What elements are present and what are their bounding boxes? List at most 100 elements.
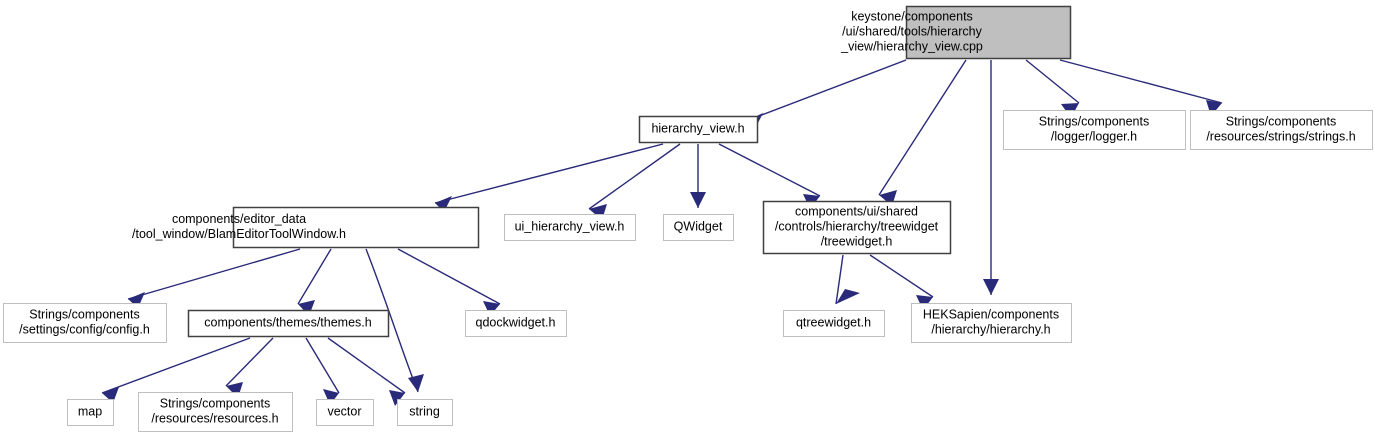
- arrow-head-icon: [298, 300, 315, 316]
- graph-node-hierarchy_view_h[interactable]: hierarchy_view.h: [638, 115, 759, 144]
- node-box[interactable]: [187, 309, 390, 338]
- node-box[interactable]: [67, 399, 114, 426]
- arrow-head-icon: [389, 390, 405, 406]
- edge-line: [101, 337, 251, 394]
- node-label-line: map: [78, 404, 102, 418]
- edge-line: [434, 143, 664, 204]
- graph-node-logger_h[interactable]: Strings/components/logger/logger.h: [1003, 110, 1186, 150]
- edge-line: [718, 143, 821, 197]
- node-box[interactable]: [465, 310, 567, 337]
- edge-line: [1025, 59, 1080, 104]
- graph-node-ui_hierarchy_view_h[interactable]: ui_hierarchy_view.h: [504, 214, 636, 241]
- node-label-line: string: [409, 404, 440, 418]
- node-label-line: HEKSapien/components: [923, 307, 1059, 321]
- edge-line: [305, 337, 340, 394]
- graph-node-map[interactable]: map: [67, 399, 114, 426]
- node-box[interactable]: [316, 399, 374, 426]
- graph-node-root[interactable]: keystone/components/ui/shared/tools/hier…: [840, 5, 1072, 60]
- graph-node-qtreewidget_h[interactable]: qtreewidget.h: [783, 310, 885, 337]
- graph-node-hierarchy_h[interactable]: HEKSapien/components/hierarchy/hierarchy…: [911, 303, 1072, 343]
- node-label-line: /resources/strings/strings.h: [1206, 129, 1355, 143]
- node-box[interactable]: [762, 200, 952, 255]
- node-label-line: /treewidget.h: [821, 234, 893, 248]
- node-box[interactable]: [663, 214, 734, 241]
- node-label-line: Strings/components: [160, 396, 270, 410]
- edge-line: [588, 143, 681, 210]
- node-box[interactable]: [905, 5, 1072, 60]
- edge-blam_editor_tool_window_h-to-string: [365, 248, 424, 393]
- node-box[interactable]: [397, 399, 453, 426]
- edge-root-to-hierarchy_view_h: [745, 59, 907, 129]
- edge-hierarchy_view_h-to-treewidget_h: [718, 143, 821, 209]
- edge-line: [327, 337, 406, 394]
- node-label-line: components/ui/shared: [795, 204, 918, 218]
- graph-node-config_h[interactable]: Strings/components/settings/config/confi…: [3, 303, 167, 343]
- edge-line: [745, 59, 907, 122]
- arrow-head-icon: [128, 292, 145, 308]
- node-layer: keystone/components/ui/shared/tools/hier…: [3, 5, 1373, 432]
- arrow-head-icon: [483, 301, 500, 316]
- node-box[interactable]: [232, 206, 480, 249]
- node-label-line: /controls/hierarchy/treewidget: [775, 219, 939, 233]
- arrow-head-icon: [435, 196, 452, 212]
- node-label-line: qtreewidget.h: [796, 315, 871, 329]
- node-label-line: vector: [327, 404, 361, 418]
- node-box[interactable]: [1003, 110, 1186, 150]
- node-box[interactable]: [138, 392, 293, 432]
- node-box[interactable]: [504, 214, 636, 241]
- graph-node-vector[interactable]: vector: [316, 399, 374, 426]
- edge-line: [127, 248, 301, 300]
- arrow-head-icon: [916, 295, 933, 310]
- node-label-line: components/themes/themes.h: [204, 315, 371, 329]
- edge-line: [297, 248, 332, 305]
- edge-line: [1059, 59, 1223, 104]
- edge-themes_h-to-resources_h: [225, 337, 274, 398]
- graph-node-resources_h[interactable]: Strings/components/resources/resources.h: [138, 392, 293, 432]
- node-label-line: Strings/components: [1226, 114, 1336, 128]
- node-label-line: QWidget: [674, 219, 723, 233]
- edge-root-to-treewidget_h: [878, 59, 967, 206]
- node-box[interactable]: [1190, 110, 1373, 150]
- edge-blam_editor_tool_window_h-to-config_h: [127, 248, 301, 308]
- edge-hierarchy_view_h-to-blam_editor_tool_window_h: [434, 143, 664, 212]
- edge-root-to-hierarchy_h: [983, 60, 999, 295]
- graph-node-treewidget_h[interactable]: components/ui/shared/controls/hierarchy/…: [762, 200, 952, 255]
- edge-root-to-strings_h: [1059, 59, 1223, 116]
- node-label-line: /ui/shared/tools/hierarchy: [842, 24, 982, 38]
- node-box[interactable]: [638, 115, 759, 144]
- edge-line: [869, 254, 934, 298]
- node-label-line: /logger/logger.h: [1051, 129, 1137, 143]
- node-label-line: /settings/config/config.h: [19, 322, 150, 336]
- node-label-line: keystone/components: [851, 9, 973, 23]
- edge-hierarchy_view_h-to-qwidget: [690, 144, 706, 208]
- edge-line: [835, 254, 844, 305]
- edge-blam_editor_tool_window_h-to-themes_h: [297, 248, 332, 316]
- node-label-line: ui_hierarchy_view.h: [515, 219, 625, 233]
- node-label-line: _view/hierarchy_view.cpp: [840, 39, 983, 53]
- graph-node-themes_h[interactable]: components/themes/themes.h: [187, 309, 390, 338]
- arrow-head-icon: [323, 389, 339, 405]
- arrow-head-icon: [836, 289, 860, 304]
- node-box[interactable]: [911, 303, 1072, 343]
- node-label-line: components/editor_data: [172, 212, 306, 226]
- graph-node-qwidget[interactable]: QWidget: [663, 214, 734, 241]
- arrow-head-icon: [408, 374, 424, 392]
- graph-node-string[interactable]: string: [397, 399, 453, 426]
- node-box[interactable]: [3, 303, 167, 343]
- arrow-head-icon: [690, 192, 706, 208]
- graph-node-strings_h[interactable]: Strings/components/resources/strings/str…: [1190, 110, 1373, 150]
- edge-treewidget_h-to-qtreewidget_h: [835, 254, 860, 305]
- node-label-line: /hierarchy/hierarchy.h: [931, 322, 1050, 336]
- graph-node-qdockwidget_h[interactable]: qdockwidget.h: [465, 310, 567, 337]
- arrow-head-icon: [102, 387, 119, 403]
- node-label-line: /tool_window/BlamEditorToolWindow.h: [132, 227, 346, 241]
- node-box[interactable]: [783, 310, 885, 337]
- graph-node-blam_editor_tool_window_h[interactable]: components/editor_data/tool_window/BlamE…: [132, 206, 480, 249]
- edge-root-to-logger_h: [1025, 59, 1080, 118]
- edge-themes_h-to-vector: [305, 337, 340, 405]
- arrow-head-icon: [983, 279, 999, 295]
- edge-hierarchy_view_h-to-ui_hierarchy_view_h: [588, 143, 681, 220]
- node-label-line: qdockwidget.h: [476, 315, 556, 329]
- edge-blam_editor_tool_window_h-to-qdockwidget_h: [397, 248, 501, 316]
